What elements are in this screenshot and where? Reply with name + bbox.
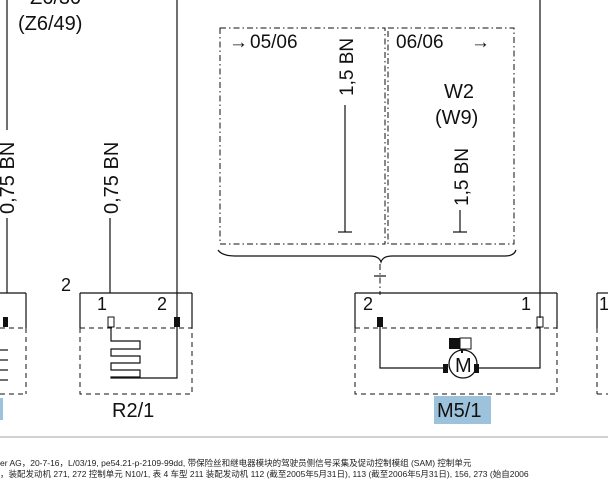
footer-notes: er AG，20-7-16，L/03/19, pe54.21-p-2109-99… bbox=[0, 458, 608, 480]
box-right-arrow: → bbox=[471, 32, 490, 53]
r21-body bbox=[79, 327, 193, 395]
partial-right-pin: 1 bbox=[599, 294, 608, 314]
r21-terminal-2 bbox=[174, 317, 180, 327]
component-m5-1: 2 1 M M5/1 bbox=[354, 292, 558, 424]
motor-brush-right bbox=[474, 364, 479, 373]
r21-pin2-label: 2 bbox=[157, 294, 167, 314]
motor-brush-left bbox=[443, 364, 448, 373]
ref-z6-30: Z6/30 bbox=[30, 0, 81, 9]
wire-label-left-2: 0,75 BN bbox=[101, 142, 123, 214]
wire-label-left-1: 0,75 BN bbox=[0, 142, 19, 214]
m51-pin1-label: 1 bbox=[521, 294, 531, 314]
box-right-date: 06/06 bbox=[396, 32, 444, 53]
m51-circuit-right bbox=[479, 327, 541, 369]
box-left-wire-label: 1,5 BN bbox=[337, 38, 358, 96]
box-left-date: 05/06 bbox=[250, 32, 298, 53]
m51-terminal-1 bbox=[536, 316, 544, 328]
pin-label-outer-2: 2 bbox=[61, 275, 71, 295]
m51-circuit-left bbox=[379, 327, 447, 369]
motor-flag-white bbox=[459, 337, 472, 350]
partial-label-highlight bbox=[0, 398, 3, 420]
wiring-diagram: Z6/30 (Z6/49) 0,75 BN 0,75 BN 2 1 2 R2/1… bbox=[0, 0, 608, 438]
motor-label: M bbox=[455, 355, 472, 377]
m51-label-highlight bbox=[434, 396, 491, 424]
variant-brace bbox=[217, 249, 517, 264]
connector-w2: W2 bbox=[444, 81, 474, 103]
variant-box-right bbox=[387, 27, 515, 245]
r21-label: R2/1 bbox=[112, 400, 154, 422]
footer-line-1: er AG，20-7-16，L/03/19, pe54.21-p-2109-99… bbox=[0, 458, 472, 468]
m51-body bbox=[354, 327, 558, 395]
footer-line-2: ，装配发动机 271, 272 控制单元 N10/1, 表 4 车型 211 装… bbox=[0, 469, 529, 479]
m51-label: M5/1 bbox=[437, 400, 481, 422]
motor-flag-stem bbox=[461, 349, 463, 353]
r21-terminal-1 bbox=[107, 316, 115, 328]
component-r2-1: 1 2 R2/1 bbox=[79, 292, 193, 422]
connector-w9: (W9) bbox=[435, 107, 478, 129]
partial-comp-terminal bbox=[3, 317, 8, 327]
r21-pin1-label: 1 bbox=[97, 294, 107, 314]
r21-heater-element bbox=[110, 327, 178, 379]
m51-terminal-2 bbox=[377, 317, 383, 327]
ref-z6-49: (Z6/49) bbox=[18, 13, 82, 35]
motor-flag-black bbox=[449, 338, 460, 349]
variant-box-left bbox=[219, 27, 386, 245]
box-right-wire-label: 1,5 BN bbox=[452, 148, 473, 206]
box-left-arrow: → bbox=[229, 32, 248, 53]
m51-pin2-label: 2 bbox=[363, 294, 373, 314]
